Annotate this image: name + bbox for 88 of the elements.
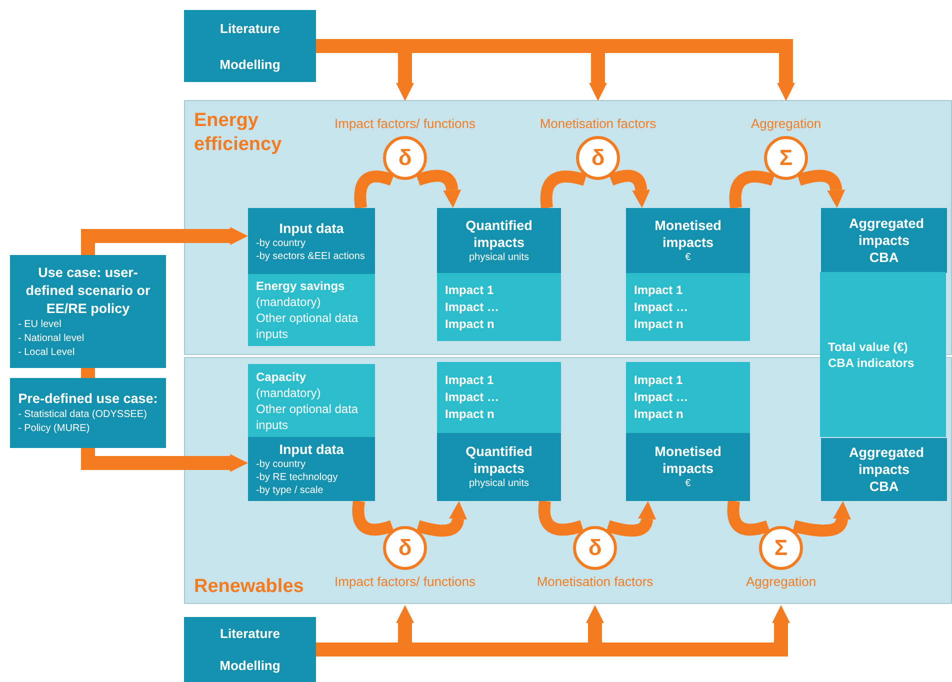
box-text: physical units xyxy=(468,250,530,264)
operator-caption: Aggregation xyxy=(750,116,822,131)
box-heading: Use case: user-defined scenario or EE/RE policy xyxy=(24,264,152,318)
source-box xyxy=(184,617,316,682)
operator-circle: δ xyxy=(576,136,620,180)
data-box xyxy=(437,273,561,341)
box-text: Impact … xyxy=(445,389,500,406)
operator-caption: Monetisation factors xyxy=(536,574,654,589)
process-box xyxy=(248,437,375,501)
use-case-box xyxy=(10,378,166,448)
box-text: -by sectors &EEI actions xyxy=(256,250,366,262)
process-box xyxy=(437,433,561,501)
box-text: € xyxy=(684,250,692,264)
arrow xyxy=(81,448,248,472)
box-text: - Policy (MURE) xyxy=(18,422,91,436)
box-text: Impact … xyxy=(445,298,500,316)
box-text: Impact n xyxy=(634,316,684,332)
box-heading: Pre-defined use case: xyxy=(18,390,158,408)
process-box xyxy=(626,208,750,273)
section-panel xyxy=(184,357,952,604)
box-text: Other optional data inputs xyxy=(256,310,360,342)
box-heading: Input data xyxy=(278,441,345,458)
box-text: Impact … xyxy=(634,298,690,316)
box-heading: Monetised impacts xyxy=(654,216,722,250)
arrow xyxy=(792,501,851,537)
box-heading: Modelling xyxy=(220,658,280,674)
connector-line xyxy=(81,368,95,378)
process-box xyxy=(248,208,375,274)
panel-title: Renewables xyxy=(194,575,304,599)
box-heading: Monetised impacts xyxy=(654,443,722,477)
operator-caption: Impact factors/ functions xyxy=(334,574,476,589)
box-text: CBA indicators xyxy=(828,354,916,370)
box-heading: Modelling xyxy=(220,56,280,72)
operator-circle: δ xyxy=(383,526,427,570)
box-text: - Local Level xyxy=(18,346,76,360)
operator-circle: δ xyxy=(573,526,617,570)
connector-line xyxy=(354,170,394,209)
box-text: Impact n xyxy=(634,406,684,423)
box-text: -by country xyxy=(256,236,306,250)
box-heading: Input data xyxy=(278,220,345,236)
box-text: Energy savings xyxy=(256,278,346,294)
box-text: -by RE technology xyxy=(256,471,339,484)
box-text: -by country xyxy=(256,458,306,471)
use-case-box xyxy=(10,255,166,368)
data-box xyxy=(248,364,375,437)
box-heading: Aggregated impacts CBA xyxy=(848,215,926,266)
box-text: € xyxy=(684,477,692,491)
panel-title: Energy efficiency xyxy=(194,109,283,157)
box-text: - National level xyxy=(18,332,86,346)
box-text: - EU level xyxy=(18,318,62,332)
box-text: Impact 1 xyxy=(445,282,495,298)
box-heading: Quantified impacts xyxy=(464,443,534,477)
box-text: physical units xyxy=(468,477,530,491)
box-heading: Quantified impacts xyxy=(464,216,534,250)
operator-circle: Σ xyxy=(759,526,803,570)
box-heading: Aggregated impacts CBA xyxy=(848,444,926,495)
box-text: Impact 1 xyxy=(445,372,495,389)
box-text: Total value (€) xyxy=(828,338,909,354)
process-box xyxy=(821,208,947,273)
process-box xyxy=(821,438,947,501)
box-heading: Literature xyxy=(220,626,280,641)
operator-caption: Impact factors/ functions xyxy=(334,116,476,131)
box-text: (mandatory) xyxy=(256,294,322,310)
data-box xyxy=(437,362,561,433)
source-box xyxy=(184,10,316,82)
operator-caption: Aggregation xyxy=(746,574,816,589)
box-text: Impact 1 xyxy=(634,282,684,298)
operator-circle: δ xyxy=(383,136,427,180)
operator-circle: Σ xyxy=(764,136,808,180)
data-box xyxy=(820,272,946,437)
arrow xyxy=(81,227,248,255)
process-box xyxy=(437,208,561,273)
box-text: Impact 1 xyxy=(634,372,684,389)
box-text: - Statistical data (ODYSSEE) xyxy=(18,408,148,422)
operator-caption: Monetisation factors xyxy=(540,116,656,131)
box-text: Impact … xyxy=(634,389,690,406)
box-text: -by type / scale xyxy=(256,484,324,497)
section-panel xyxy=(184,100,952,355)
box-heading: Literature xyxy=(220,20,280,36)
box-text: (mandatory) xyxy=(256,384,322,400)
process-box xyxy=(626,433,750,501)
box-text: Impact n xyxy=(445,316,496,332)
box-text: Capacity xyxy=(256,368,308,384)
data-box xyxy=(626,362,750,433)
data-box xyxy=(248,274,375,346)
box-text: Other optional data inputs xyxy=(256,400,360,432)
box-text: Impact n xyxy=(445,406,496,423)
data-box xyxy=(626,273,750,341)
